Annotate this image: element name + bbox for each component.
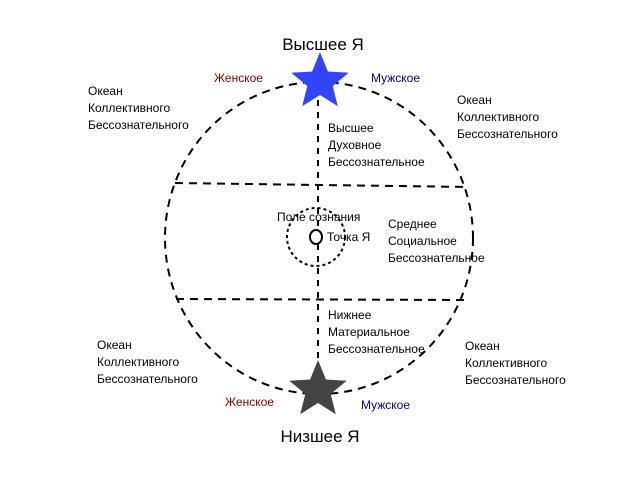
upper-self-star-icon xyxy=(291,52,349,107)
upper-self-title: Высшее Я xyxy=(282,35,364,54)
feminine-label-top: Женское xyxy=(214,71,263,85)
ocean-line: Коллективного xyxy=(97,355,179,369)
ocean-line: Бессознательного xyxy=(457,127,558,141)
field-of-consciousness-circle xyxy=(286,207,346,267)
ocean-label-top-left: Океан Коллективного Бессознательного xyxy=(88,84,189,132)
zone-line: Материальное xyxy=(328,325,410,339)
zone-line: Бессознательное xyxy=(328,342,425,356)
ocean-line: Океан xyxy=(97,338,132,352)
middle-zone-label: Среднее Социальное Бессознательное xyxy=(388,217,485,265)
ocean-label-bottom-left: Океан Коллективного Бессознательного xyxy=(97,338,198,386)
ocean-line: Океан xyxy=(465,339,500,353)
ocean-label-top-right: Океан Коллективного Бессознательного xyxy=(457,93,558,141)
ocean-line: Коллективного xyxy=(465,356,547,370)
ocean-line: Бессознательного xyxy=(97,372,198,386)
upper-zone-label: Высшее Духовное Бессознательное xyxy=(328,121,425,169)
zone-line: Бессознательное xyxy=(328,155,425,169)
point-i-label: Точка Я xyxy=(327,230,370,244)
zone-line: Социальное xyxy=(388,234,457,248)
ocean-line: Океан xyxy=(457,93,492,107)
zone-line: Среднее xyxy=(388,217,437,231)
ocean-line: Бессознательного xyxy=(465,373,566,387)
ocean-line: Бессознательного xyxy=(88,118,189,132)
zone-line: Бессознательное xyxy=(388,251,485,265)
upper-divider-line xyxy=(174,182,470,188)
ocean-line: Коллективного xyxy=(88,101,170,115)
lower-zone-label: Нижнее Материальное Бессознательное xyxy=(328,308,425,356)
ocean-label-bottom-right: Океан Коллективного Бессознательного xyxy=(465,339,566,387)
lower-self-title: Низшее Я xyxy=(280,427,359,446)
zone-line: Духовное xyxy=(328,138,382,152)
ocean-line: Коллективного xyxy=(457,110,539,124)
point-i-marker xyxy=(309,229,323,245)
masculine-label-bottom: Мужское xyxy=(361,398,410,412)
lower-divider-line xyxy=(175,298,467,301)
masculine-label-top: Мужское xyxy=(371,71,420,85)
feminine-label-bottom: Женское xyxy=(225,395,274,409)
field-of-consciousness-label: Поле сознания xyxy=(277,210,360,224)
ocean-line: Океан xyxy=(88,84,123,98)
zone-line: Высшее xyxy=(328,121,374,135)
lower-self-star-icon xyxy=(289,360,347,415)
zone-line: Нижнее xyxy=(328,308,372,322)
